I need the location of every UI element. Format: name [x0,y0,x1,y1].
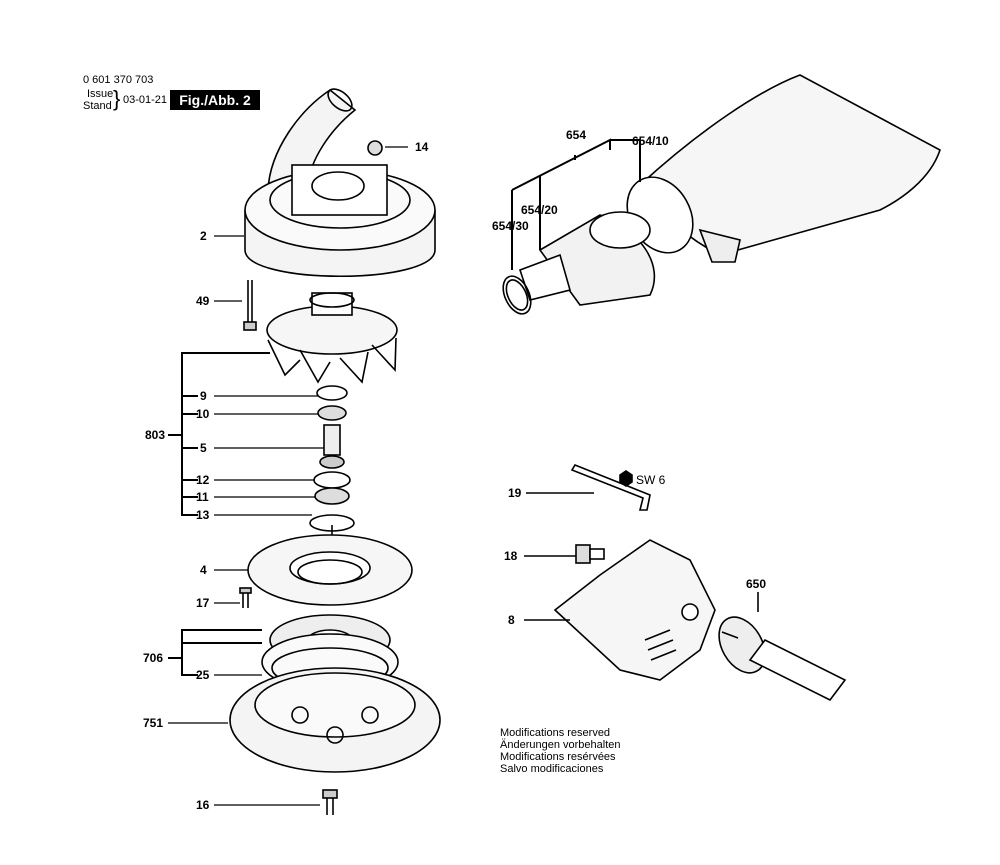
label-751: 751 [143,716,163,730]
label-654-20: 654/20 [521,203,558,217]
figure-badge: Fig./Abb. 2 [170,90,260,110]
hex-key-19 [526,464,651,511]
label-10: 10 [196,407,210,421]
label-16: 16 [196,798,210,812]
dust-hood-part [244,88,436,277]
plate-4 [247,534,413,606]
note-line: Salvo modificaciones [500,763,604,775]
note-line: Modifications resérvées [500,751,616,763]
hex-icon [619,470,633,487]
label-2: 2 [200,229,207,243]
fan-impeller [266,292,398,384]
stand-label: Stand [83,100,112,112]
label-11: 11 [196,490,209,504]
label-654-30: 654/30 [492,219,529,233]
label-13: 13 [196,508,210,522]
label-17: 17 [196,596,210,610]
issue-label: Issue [87,88,114,100]
label-12: 12 [196,473,210,487]
gear-housing-8 [524,539,716,681]
label-803: 803 [145,428,165,442]
note-line: Modifications reserved [500,727,611,739]
adapter-654-20 [518,211,656,306]
label-9: 9 [200,389,207,403]
label-4: 4 [200,563,207,577]
label-14: 14 [415,140,429,154]
screw-49 [243,280,257,331]
brace: } [113,86,121,111]
note-line: Änderungen vorbehalten [500,739,621,751]
side-handle-650 [718,592,847,702]
label-19: 19 [508,486,522,500]
part-number: 0 601 370 703 [83,74,154,86]
screw-18 [524,544,605,564]
label-25: 25 [196,668,210,682]
label-650: 650 [746,577,766,591]
backing-pad-751 [229,667,441,773]
label-18: 18 [504,549,518,563]
bearing-stack [309,385,355,570]
label-8: 8 [508,613,515,627]
ring-654-30 [502,275,532,315]
dust-bag-654 [626,74,941,263]
screw-17 [239,587,252,608]
label-sw6: SW 6 [636,473,666,487]
label-706: 706 [143,651,163,665]
issue-date: 03-01-21 [123,94,168,106]
label-5: 5 [200,441,207,455]
label-654-10: 654/10 [632,134,669,148]
modifications-note: Modifications reserved Änderungen vorbeh… [500,727,620,775]
label-654: 654 [566,128,586,142]
label-49: 49 [196,294,210,308]
screw-16 [322,789,338,815]
